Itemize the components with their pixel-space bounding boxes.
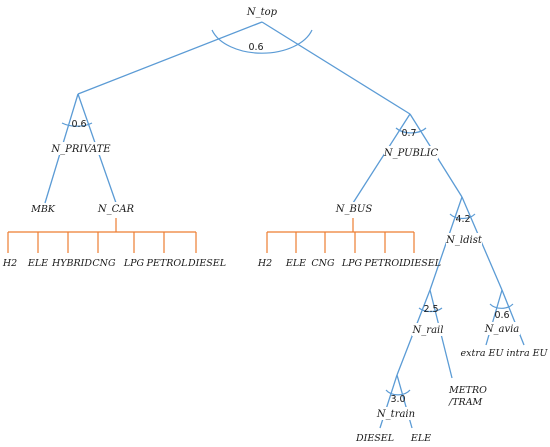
car-fuel-lpg: LPG (123, 258, 145, 269)
car-fuel-comb (7, 218, 197, 253)
label-bg-private (52, 142, 110, 155)
label-bg-car (98, 202, 134, 215)
bus-fuel-diesel: DIESEL (402, 258, 441, 269)
bus-fuel-cng: CNG (311, 258, 335, 269)
leaf-mbk: MBK (30, 204, 56, 215)
edge-top-private (77, 21, 263, 95)
node-label-avia: N_avia (484, 324, 520, 335)
label-bg-train (376, 407, 416, 420)
car-fuel-ele: ELE (27, 258, 48, 269)
node-label-public: N_PUBLIC (383, 148, 439, 159)
label-bg-public (384, 146, 438, 159)
param-top: 0.6 (248, 42, 263, 53)
bus-fuel-h2: H2 (257, 258, 272, 269)
car-fuel-cng: CNG (92, 258, 116, 269)
param-public: 0.7 (401, 128, 416, 139)
leaf-train-ele: ELE (410, 433, 431, 444)
bus-fuel-comb (266, 218, 415, 253)
node-label-rail: N_rail (412, 325, 444, 336)
parameter-values: 0.6 0.6 0.7 4.2 2.5 0.6 3.0 (71, 42, 509, 405)
edge-avia-extra (485, 289, 503, 346)
node-label-ldist: N_ldist (445, 235, 483, 246)
param-train: 3.0 (390, 394, 405, 405)
leaf-intra-eu: intra EU (506, 348, 548, 359)
node-label-bus: N_BUS (335, 204, 373, 215)
label-bg-bus (336, 202, 372, 215)
param-avia: 0.6 (494, 310, 509, 321)
arc-ldist (449, 213, 476, 220)
arc-avia (489, 303, 514, 309)
arc-top (211, 29, 313, 54)
node-label-train: N_train (376, 409, 415, 420)
car-fuel-diesel: DIESEL (187, 258, 226, 269)
car-fuel-hybrid: HYBRID (51, 258, 92, 269)
edge-top-public (261, 21, 411, 115)
node-label-private: N_PRIVATE (50, 144, 111, 155)
param-rail: 2.5 (423, 304, 438, 315)
car-fuel-h2: H2 (2, 258, 17, 269)
parameter-arcs (61, 29, 514, 396)
tree-edges (44, 21, 525, 429)
label-bg-ldist (446, 233, 482, 246)
label-bg-avia (484, 322, 520, 335)
leaf-train-diesel: DIESEL (355, 433, 394, 444)
node-label-car: N_CAR (97, 204, 135, 215)
leaf-labels: MBK H2 ELE HYBRID CNG LPG PETROL DIESEL … (2, 204, 549, 444)
param-ldist: 4.2 (455, 214, 470, 225)
arc-private (61, 122, 93, 127)
node-label-top: N_top (246, 7, 278, 18)
leaf-extra-eu: extra EU (461, 348, 505, 359)
leaf-metro: METRO (448, 385, 487, 396)
bus-fuel-lpg: LPG (341, 258, 363, 269)
node-labels: N_top N_PRIVATE N_PUBLIC N_CAR N_BUS N_l… (50, 7, 520, 420)
bus-fuel-petrol: PETROL (364, 258, 406, 269)
arc-rail (418, 307, 443, 313)
arc-train (385, 389, 411, 396)
bus-fuel-ele: ELE (285, 258, 306, 269)
edge-public-bus (352, 113, 411, 204)
leaf-tram: /TRAM (448, 397, 483, 408)
param-private: 0.6 (71, 119, 86, 130)
edge-avia-intra (501, 289, 525, 346)
arc-public (395, 127, 427, 134)
car-fuel-petrol: PETROL (146, 258, 188, 269)
label-bg-rail (412, 323, 444, 336)
